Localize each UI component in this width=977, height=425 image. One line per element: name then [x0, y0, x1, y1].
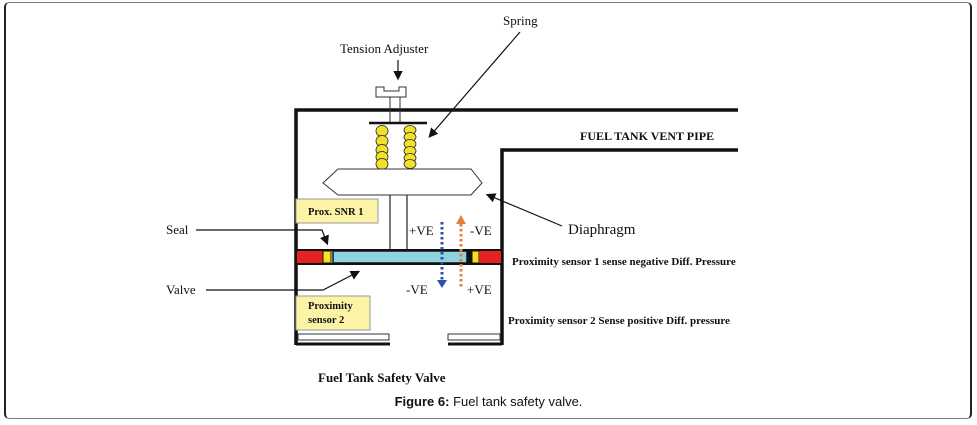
- spring-pointer: [428, 31, 521, 138]
- proximity-sensor-2-label-line2: sensor 2: [308, 315, 344, 326]
- housing-left-wall-and-top-pipe: [294, 108, 738, 345]
- diaphragm: [322, 168, 483, 250]
- diaphragm-label: Diaphragm: [568, 222, 636, 238]
- figure-caption-label: Figure 6:: [394, 394, 450, 409]
- seal-left-yellow: [322, 250, 332, 264]
- negative-pressure-arrow: [437, 222, 447, 288]
- seal-right-red: [479, 251, 501, 263]
- diaphragm-pointer: [485, 193, 563, 227]
- lower-right-pressure-label: +VE: [467, 282, 492, 297]
- tension-adjuster-label: Tension Adjuster: [340, 41, 429, 56]
- seal-left-red: [297, 251, 323, 263]
- positive-pressure-arrow: [456, 215, 466, 288]
- outlet-plates: [296, 333, 502, 346]
- seal-pointer: [196, 229, 329, 246]
- spring-coil: [375, 125, 389, 137]
- prox-sensor-2: Proximity sensor 2: [295, 295, 371, 331]
- spring-coils: [375, 125, 417, 170]
- prox-snr-1-label: Prox. SNR 1: [308, 207, 364, 218]
- seal-label: Seal: [166, 222, 189, 237]
- lower-left-pressure-label: -VE: [406, 282, 428, 297]
- figure-frame: [4, 2, 972, 419]
- figure-caption-text: Fuel tank safety valve.: [449, 394, 583, 409]
- valve-assembly: [295, 249, 503, 265]
- sensor-1-note: Proximity sensor 1 sense negative Diff. …: [512, 256, 736, 268]
- spring-coil: [403, 159, 417, 169]
- valve-pointer: [206, 270, 361, 291]
- sensor-2-note: Proximity sensor 2 Sense positive Diff. …: [508, 315, 730, 327]
- proximity-sensor-2-label-line1: Proximity: [308, 301, 353, 312]
- valve-disc: [332, 250, 468, 264]
- vent-pipe-label: FUEL TANK VENT PIPE: [580, 129, 714, 143]
- figure-caption: Figure 6: Fuel tank safety valve.: [0, 394, 977, 409]
- diagram-title: Fuel Tank Safety Valve: [318, 370, 446, 385]
- valve-label: Valve: [166, 282, 196, 297]
- valve-housing: [294, 108, 738, 345]
- seal-right-yellow: [471, 250, 480, 264]
- spring-coil: [375, 158, 389, 170]
- upper-right-pressure-label: -VE: [470, 223, 492, 238]
- upper-left-pressure-label: +VE: [409, 223, 434, 238]
- spring-label: Spring: [503, 13, 538, 28]
- prox-sensor-1: Prox. SNR 1: [295, 198, 379, 224]
- housing-right-wall-and-lower-pipe: [500, 148, 738, 345]
- tension-adjuster: [369, 86, 427, 125]
